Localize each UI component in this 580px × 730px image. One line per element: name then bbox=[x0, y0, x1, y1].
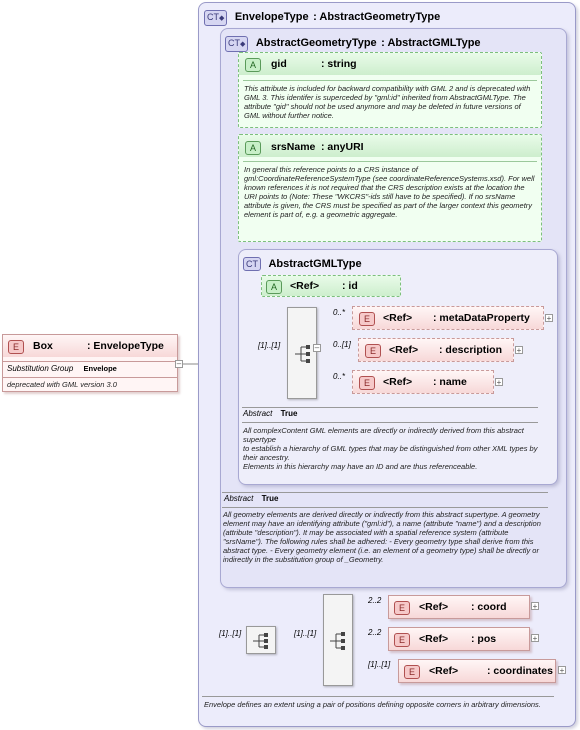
element-icon: E bbox=[394, 633, 411, 647]
element-icon: E bbox=[359, 312, 376, 326]
abstract-gml-documentation: All complexContent GML elements are dire… bbox=[243, 426, 538, 471]
sequence-compositor-icon[interactable] bbox=[246, 626, 276, 654]
choice-occurs-label: [1]..[1] bbox=[294, 629, 317, 638]
occurs-label: 2..2 bbox=[368, 596, 382, 605]
attribute-gid[interactable]: A gid : string This attribute is include… bbox=[238, 52, 542, 128]
occurs-label: 2..2 bbox=[368, 628, 382, 637]
attribute-gid-documentation: This attribute is included for backward … bbox=[244, 84, 531, 120]
envelope-type-header[interactable]: CT◆ EnvelopeType : AbstractGeometryType bbox=[204, 7, 564, 26]
element-name: : pos bbox=[471, 633, 497, 645]
abstract-label: Abstract bbox=[243, 409, 273, 418]
abstract-gml-type-name: AbstractGMLType bbox=[268, 258, 362, 270]
element-icon: E bbox=[359, 376, 376, 390]
attribute-gid-name: gid bbox=[271, 58, 287, 70]
element-name: : coord bbox=[471, 601, 507, 613]
attribute-icon: A bbox=[266, 280, 283, 294]
element-name: : description bbox=[439, 344, 503, 356]
box-element-type: : EnvelopeType bbox=[87, 340, 164, 352]
sequence-icon bbox=[253, 633, 268, 649]
attribute-id[interactable]: A <Ref> : id bbox=[261, 275, 401, 297]
sequence-icon bbox=[295, 345, 310, 363]
element-coord[interactable]: E <Ref> : coord bbox=[388, 595, 530, 619]
substitution-group-label: Substitution Group bbox=[7, 364, 74, 373]
abstract-geometry-type-header[interactable]: CT◆ AbstractGeometryType : AbstractGMLTy… bbox=[225, 33, 555, 52]
element-icon: E bbox=[8, 340, 25, 354]
occurs-label: 0..* bbox=[333, 372, 346, 381]
attribute-gid-header: A gid : string bbox=[239, 53, 541, 75]
element-description[interactable]: E <Ref> : description bbox=[358, 338, 514, 362]
abstract-label: Abstract bbox=[224, 494, 254, 503]
attribute-gid-type: : string bbox=[321, 58, 357, 70]
abstract-geometry-type-name: AbstractGeometryType bbox=[255, 37, 377, 49]
element-pos[interactable]: E <Ref> : pos bbox=[388, 627, 530, 651]
expand-plus-icon[interactable]: + bbox=[545, 314, 553, 323]
element-name: : coordinates bbox=[487, 665, 553, 677]
sequence-occurs-label: [1]..[1] bbox=[219, 629, 242, 638]
abstract-geometry-abstract-row: Abstract True bbox=[224, 494, 278, 503]
attribute-srsname-type: : anyURI bbox=[321, 141, 364, 153]
element-ref: <Ref> bbox=[383, 376, 413, 388]
abstract-geometry-type-base: : AbstractGMLType bbox=[381, 37, 481, 49]
choice-icon bbox=[330, 632, 345, 650]
abstract-gml-type-header[interactable]: CT AbstractGMLType bbox=[243, 254, 543, 271]
box-element-name: Box bbox=[33, 340, 53, 352]
element-ref: <Ref> bbox=[389, 344, 419, 356]
element-metadataproperty[interactable]: E <Ref> : metaDataProperty bbox=[352, 306, 544, 330]
envelope-type-documentation: Envelope defines an extent using a pair … bbox=[204, 700, 541, 709]
envelope-type-name: EnvelopeType bbox=[234, 11, 309, 23]
choice-compositor-icon[interactable] bbox=[323, 594, 353, 686]
abstract-gml-abstract-row: Abstract True bbox=[243, 409, 297, 418]
sequence-occurs-label: [1]..[1] bbox=[258, 341, 281, 350]
attribute-srsname-header: A srsName : anyURI bbox=[239, 135, 541, 157]
element-coordinates[interactable]: E <Ref> : coordinates bbox=[398, 659, 556, 683]
attribute-srsname-name: srsName bbox=[271, 141, 316, 153]
envelope-type-base: : AbstractGeometryType bbox=[313, 11, 441, 23]
element-icon: E bbox=[394, 601, 411, 615]
element-ref: <Ref> bbox=[419, 633, 449, 645]
occurs-label: 0..[1] bbox=[333, 340, 351, 349]
occurs-label: [1]..[1] bbox=[368, 660, 391, 669]
element-icon: E bbox=[365, 344, 382, 358]
attribute-srsname[interactable]: A srsName : anyURI In general this refer… bbox=[238, 134, 542, 242]
element-ref: <Ref> bbox=[429, 665, 459, 677]
collapse-minus-icon[interactable]: – bbox=[313, 343, 321, 352]
abstract-value: True bbox=[280, 409, 298, 418]
expand-plus-icon[interactable]: + bbox=[531, 634, 539, 643]
attribute-id-ref: <Ref> bbox=[290, 280, 320, 292]
occurs-label: 0..* bbox=[333, 308, 346, 317]
sequence-compositor-icon[interactable] bbox=[287, 307, 317, 399]
element-name-label: : name bbox=[433, 376, 467, 388]
attribute-icon: A bbox=[245, 58, 262, 72]
substitution-group-value: Envelope bbox=[83, 364, 117, 373]
element-ref: <Ref> bbox=[383, 312, 413, 324]
expand-plus-icon[interactable]: + bbox=[495, 378, 503, 387]
element-name[interactable]: E <Ref> : name bbox=[352, 370, 494, 394]
substitution-group-row: Substitution Group Envelope bbox=[3, 362, 177, 377]
element-name: : metaDataProperty bbox=[433, 312, 530, 324]
box-element-documentation: deprecated with GML version 3.0 bbox=[7, 380, 117, 389]
attribute-icon: A bbox=[245, 141, 262, 155]
abstract-geometry-documentation: All geometry elements are derived direct… bbox=[223, 510, 541, 564]
element-icon: E bbox=[404, 665, 421, 679]
element-ref: <Ref> bbox=[419, 601, 449, 613]
abstract-value: True bbox=[261, 494, 279, 503]
expand-plus-icon[interactable]: + bbox=[531, 602, 539, 611]
collapse-minus-icon[interactable]: – bbox=[175, 359, 183, 368]
box-element[interactable]: E Box : EnvelopeType Substitution Group … bbox=[2, 334, 178, 392]
expand-plus-icon[interactable]: + bbox=[558, 666, 566, 675]
attribute-id-name: : id bbox=[342, 280, 358, 292]
complex-type-icon: CT◆ bbox=[225, 36, 249, 52]
expand-plus-icon[interactable]: + bbox=[515, 346, 523, 355]
complex-type-icon: CT◆ bbox=[204, 10, 228, 26]
complex-type-icon: CT bbox=[243, 257, 261, 271]
attribute-srsname-documentation: In general this reference points to a CR… bbox=[244, 165, 535, 219]
